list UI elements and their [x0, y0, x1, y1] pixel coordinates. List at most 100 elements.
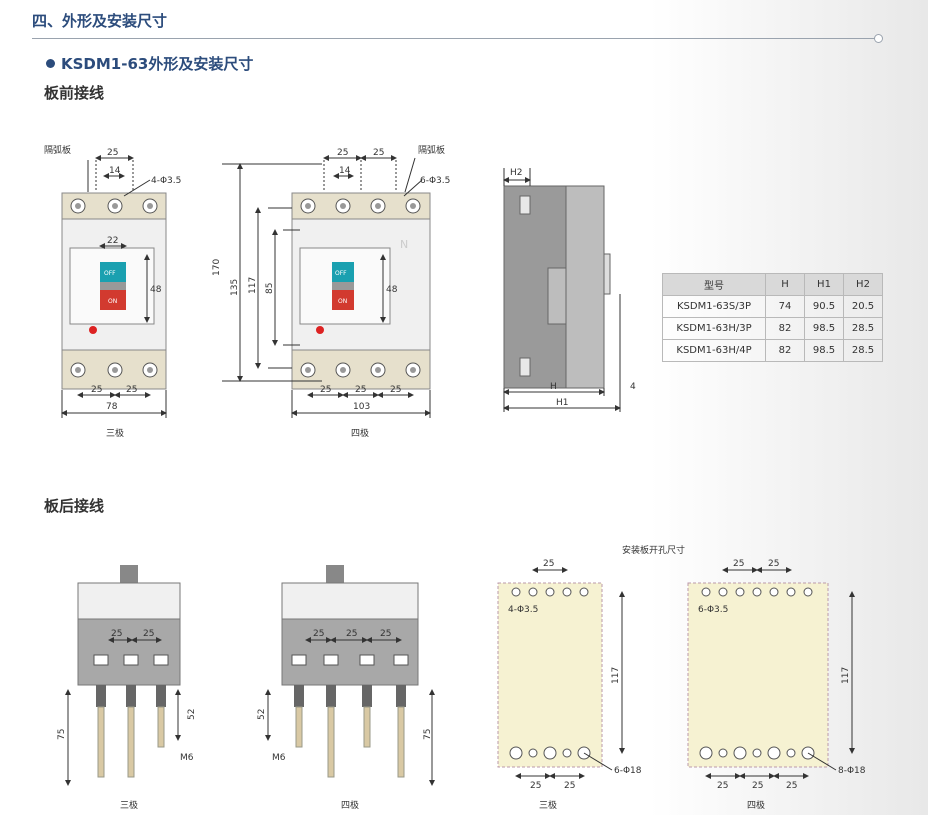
dim-135: 135 — [230, 279, 240, 296]
table-row: KSDM1-63H/4P 82 98.5 28.5 — [662, 339, 883, 362]
dim-25: 25 — [107, 148, 118, 158]
dim-25: 25 — [337, 148, 348, 158]
dim-25: 25 — [346, 629, 357, 639]
dim-14: 14 — [339, 166, 351, 176]
dim-25: 25 — [355, 385, 366, 395]
label-4p: 四极 — [341, 799, 359, 811]
width-78: 78 — [106, 402, 118, 412]
hole-small-label: 6-Φ3.5 — [698, 605, 728, 615]
off-label: OFF — [104, 270, 116, 277]
h2-label: H2 — [510, 168, 523, 178]
arc-plate-label: 隔弧板 — [44, 144, 71, 156]
dim-25: 25 — [320, 385, 331, 395]
dim-25: 25 — [752, 781, 763, 791]
label-3p: 三极 — [106, 427, 124, 439]
dim-m6: M6 — [272, 753, 286, 763]
hole-big-label: 8-Φ18 — [838, 766, 866, 776]
dim-4: 4 — [630, 382, 636, 392]
table-cell: 98.5 — [804, 317, 844, 340]
cutout-title: 安装板开孔尺寸 — [622, 544, 685, 556]
front-3p-breaker: 隔弧板 25 14 4-Φ3.5 22 48 OFF ON 25 25 78 三… — [44, 144, 181, 439]
column-header: H2 — [843, 273, 883, 296]
table-cell: 82 — [765, 339, 805, 362]
hole-label: 6-Φ3.5 — [420, 176, 450, 186]
label-4p: 四极 — [747, 799, 765, 811]
subtitle: KSDM1-63外形及安装尺寸 — [46, 53, 253, 74]
dim-25: 25 — [768, 559, 779, 569]
label-3p: 三极 — [539, 799, 557, 811]
dim-117: 117 — [841, 667, 851, 684]
dim-52: 52 — [257, 709, 267, 720]
dim-25: 25 — [313, 629, 324, 639]
dim-117: 117 — [248, 277, 258, 294]
h-label: H — [550, 382, 557, 392]
dim-25: 25 — [111, 629, 122, 639]
label-3p: 三极 — [120, 799, 138, 811]
on-label: ON — [338, 298, 347, 305]
back-wiring-heading: 板后接线 — [44, 497, 105, 515]
dim-170: 170 — [212, 259, 222, 276]
dim-25: 25 — [380, 629, 391, 639]
table-cell: 20.5 — [843, 295, 883, 318]
table-row: KSDM1-63S/3P 74 90.5 20.5 — [662, 295, 883, 318]
side-view: H2 H H1 4 — [503, 168, 636, 412]
header-divider — [32, 38, 877, 39]
dim-75: 75 — [57, 729, 67, 740]
column-header: 型号 — [662, 273, 766, 296]
arc-plate-label: 隔弧板 — [418, 144, 445, 156]
dim-52: 52 — [187, 709, 197, 720]
bullet-icon — [46, 59, 55, 68]
h1-label: H1 — [556, 398, 569, 408]
table-cell: KSDM1-63H/4P — [662, 339, 766, 362]
width-103: 103 — [353, 402, 370, 412]
cutout-4p: 25 25 6-Φ3.5 25 25 25 117 8-Φ18 四极 — [687, 559, 866, 811]
hole-small-label: 4-Φ3.5 — [508, 605, 538, 615]
back-3p-breaker: 25 25 75 52 M6 三极 — [57, 565, 197, 811]
table-header-row: 型号 H H1 H2 — [662, 273, 883, 296]
dim-25: 25 — [126, 385, 137, 395]
dim-25: 25 — [143, 629, 154, 639]
label-4p: 四极 — [351, 427, 369, 439]
dim-14: 14 — [109, 166, 121, 176]
hole-big-label: 6-Φ18 — [614, 766, 642, 776]
dim-22: 22 — [107, 236, 118, 246]
table-cell: 90.5 — [804, 295, 844, 318]
dim-117: 117 — [611, 667, 621, 684]
header-divider-end-icon — [874, 34, 883, 43]
dim-25: 25 — [786, 781, 797, 791]
table-cell: 28.5 — [843, 317, 883, 340]
front-4p-breaker: N 隔弧板 25 25 — [212, 144, 450, 439]
dim-25: 25 — [564, 781, 575, 791]
dim-75: 75 — [423, 729, 433, 740]
dim-25: 25 — [543, 559, 554, 569]
off-label: OFF — [335, 270, 347, 277]
table-cell: 98.5 — [804, 339, 844, 362]
table-cell: KSDM1-63S/3P — [662, 295, 766, 318]
column-header: H — [765, 273, 805, 296]
table-row: KSDM1-63H/3P 82 98.5 28.5 — [662, 317, 883, 340]
dim-25: 25 — [390, 385, 401, 395]
dim-25: 25 — [91, 385, 102, 395]
column-header: H1 — [804, 273, 844, 296]
table-cell: KSDM1-63H/3P — [662, 317, 766, 340]
dim-48: 48 — [386, 285, 398, 295]
subtitle-text: KSDM1-63外形及安装尺寸 — [61, 55, 254, 73]
dim-25: 25 — [717, 781, 728, 791]
spec-table: 型号 H H1 H2 KSDM1-63S/3P 74 90.5 20.5 KSD… — [662, 273, 883, 362]
front-wiring-heading: 板前接线 — [44, 84, 105, 102]
hole-label: 4-Φ3.5 — [151, 176, 181, 186]
n-label: N — [400, 238, 408, 251]
dim-85: 85 — [265, 283, 275, 294]
table-cell: 74 — [765, 295, 805, 318]
dim-25: 25 — [373, 148, 384, 158]
dim-m6: M6 — [180, 753, 194, 763]
table-cell: 82 — [765, 317, 805, 340]
cutout-3p: 安装板开孔尺寸 25 4-Φ3.5 25 25 117 6-Φ18 三极 — [497, 544, 685, 811]
dim-25: 25 — [733, 559, 744, 569]
table-cell: 28.5 — [843, 339, 883, 362]
section-header: 四、外形及安装尺寸 — [32, 12, 168, 30]
on-label: ON — [108, 298, 117, 305]
dim-48: 48 — [150, 285, 162, 295]
